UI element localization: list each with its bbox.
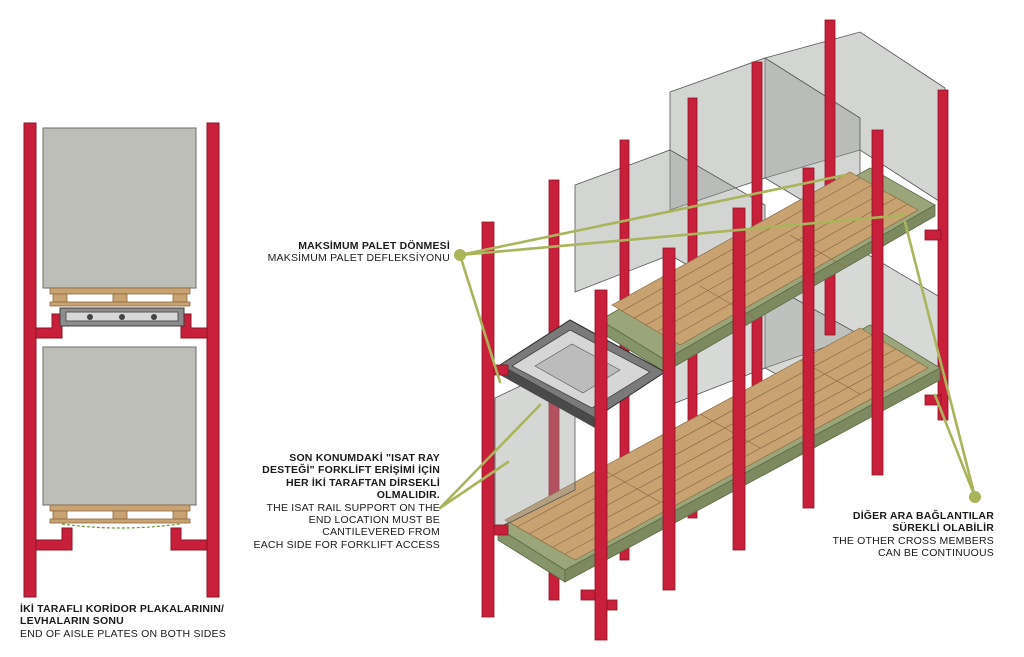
cross-members-label-en: THE OTHER CROSS MEMBERS CAN BE CONTINUOU… (832, 534, 994, 560)
lower-right-bracket (170, 527, 208, 551)
right-upright (206, 122, 220, 598)
callout-dot-icon (454, 249, 466, 261)
max-deflection-label: MAKSİMUM PALET DÖNMESİ MAKSİMUM PALET DE… (250, 240, 450, 265)
aisle-end-label-tr: İKİ TARAFLI KORİDOR PLAKALARININ/ LEVHAL… (20, 603, 225, 628)
upper-left-bracket (35, 313, 63, 339)
callout-dot-icon (969, 491, 981, 503)
upright-brackets (493, 229, 942, 611)
isometric-rack-view (481, 19, 949, 641)
lower-pallet (49, 504, 191, 524)
front-uprights (481, 129, 884, 641)
max-deflection-label-tr: MAKSİMUM PALET DÖNMESİ (298, 240, 450, 252)
end-elevation-view (23, 122, 220, 598)
isat-rail-label-tr: SON KONUMDAKİ "ISAT RAY DESTEĞİ" FORKLİF… (262, 452, 440, 502)
callout-leaders (438, 173, 977, 510)
left-upright (23, 122, 37, 598)
lower-load-box (42, 346, 197, 506)
upper-pallet (49, 287, 191, 307)
isat-rail-label: SON KONUMDAKİ "ISAT RAY DESTEĞİ" FORKLİF… (250, 452, 440, 551)
isat-rail-carriage-iso (499, 319, 666, 428)
aisle-end-label: İKİ TARAFLI KORİDOR PLAKALARININ/ LEVHAL… (20, 603, 260, 640)
isat-rail-label-en: THE ISAT RAIL SUPPORT ON THE END LOCATIO… (253, 501, 440, 551)
aisle-end-label-en: END OF AISLE PLATES ON BOTH SIDES (20, 627, 226, 640)
upper-load-box (42, 127, 197, 289)
upper-pallet-deck (611, 171, 919, 346)
isat-rail-carriage-end-view (59, 307, 185, 327)
callout-dots (454, 249, 981, 503)
max-deflection-label-en: MAKSİMUM PALET DEFLEKSİYONU (267, 252, 450, 265)
lower-left-bracket (35, 527, 73, 551)
deflection-dashed-line (61, 523, 181, 529)
upper-right-bracket (180, 313, 208, 339)
cross-members-label-tr: DİĞER ARA BAĞLANTILAR SÜREKLİ OLABİLİR (852, 510, 994, 535)
cross-members-label: DİĞER ARA BAĞLANTILAR SÜREKLİ OLABİLİR T… (804, 510, 994, 560)
